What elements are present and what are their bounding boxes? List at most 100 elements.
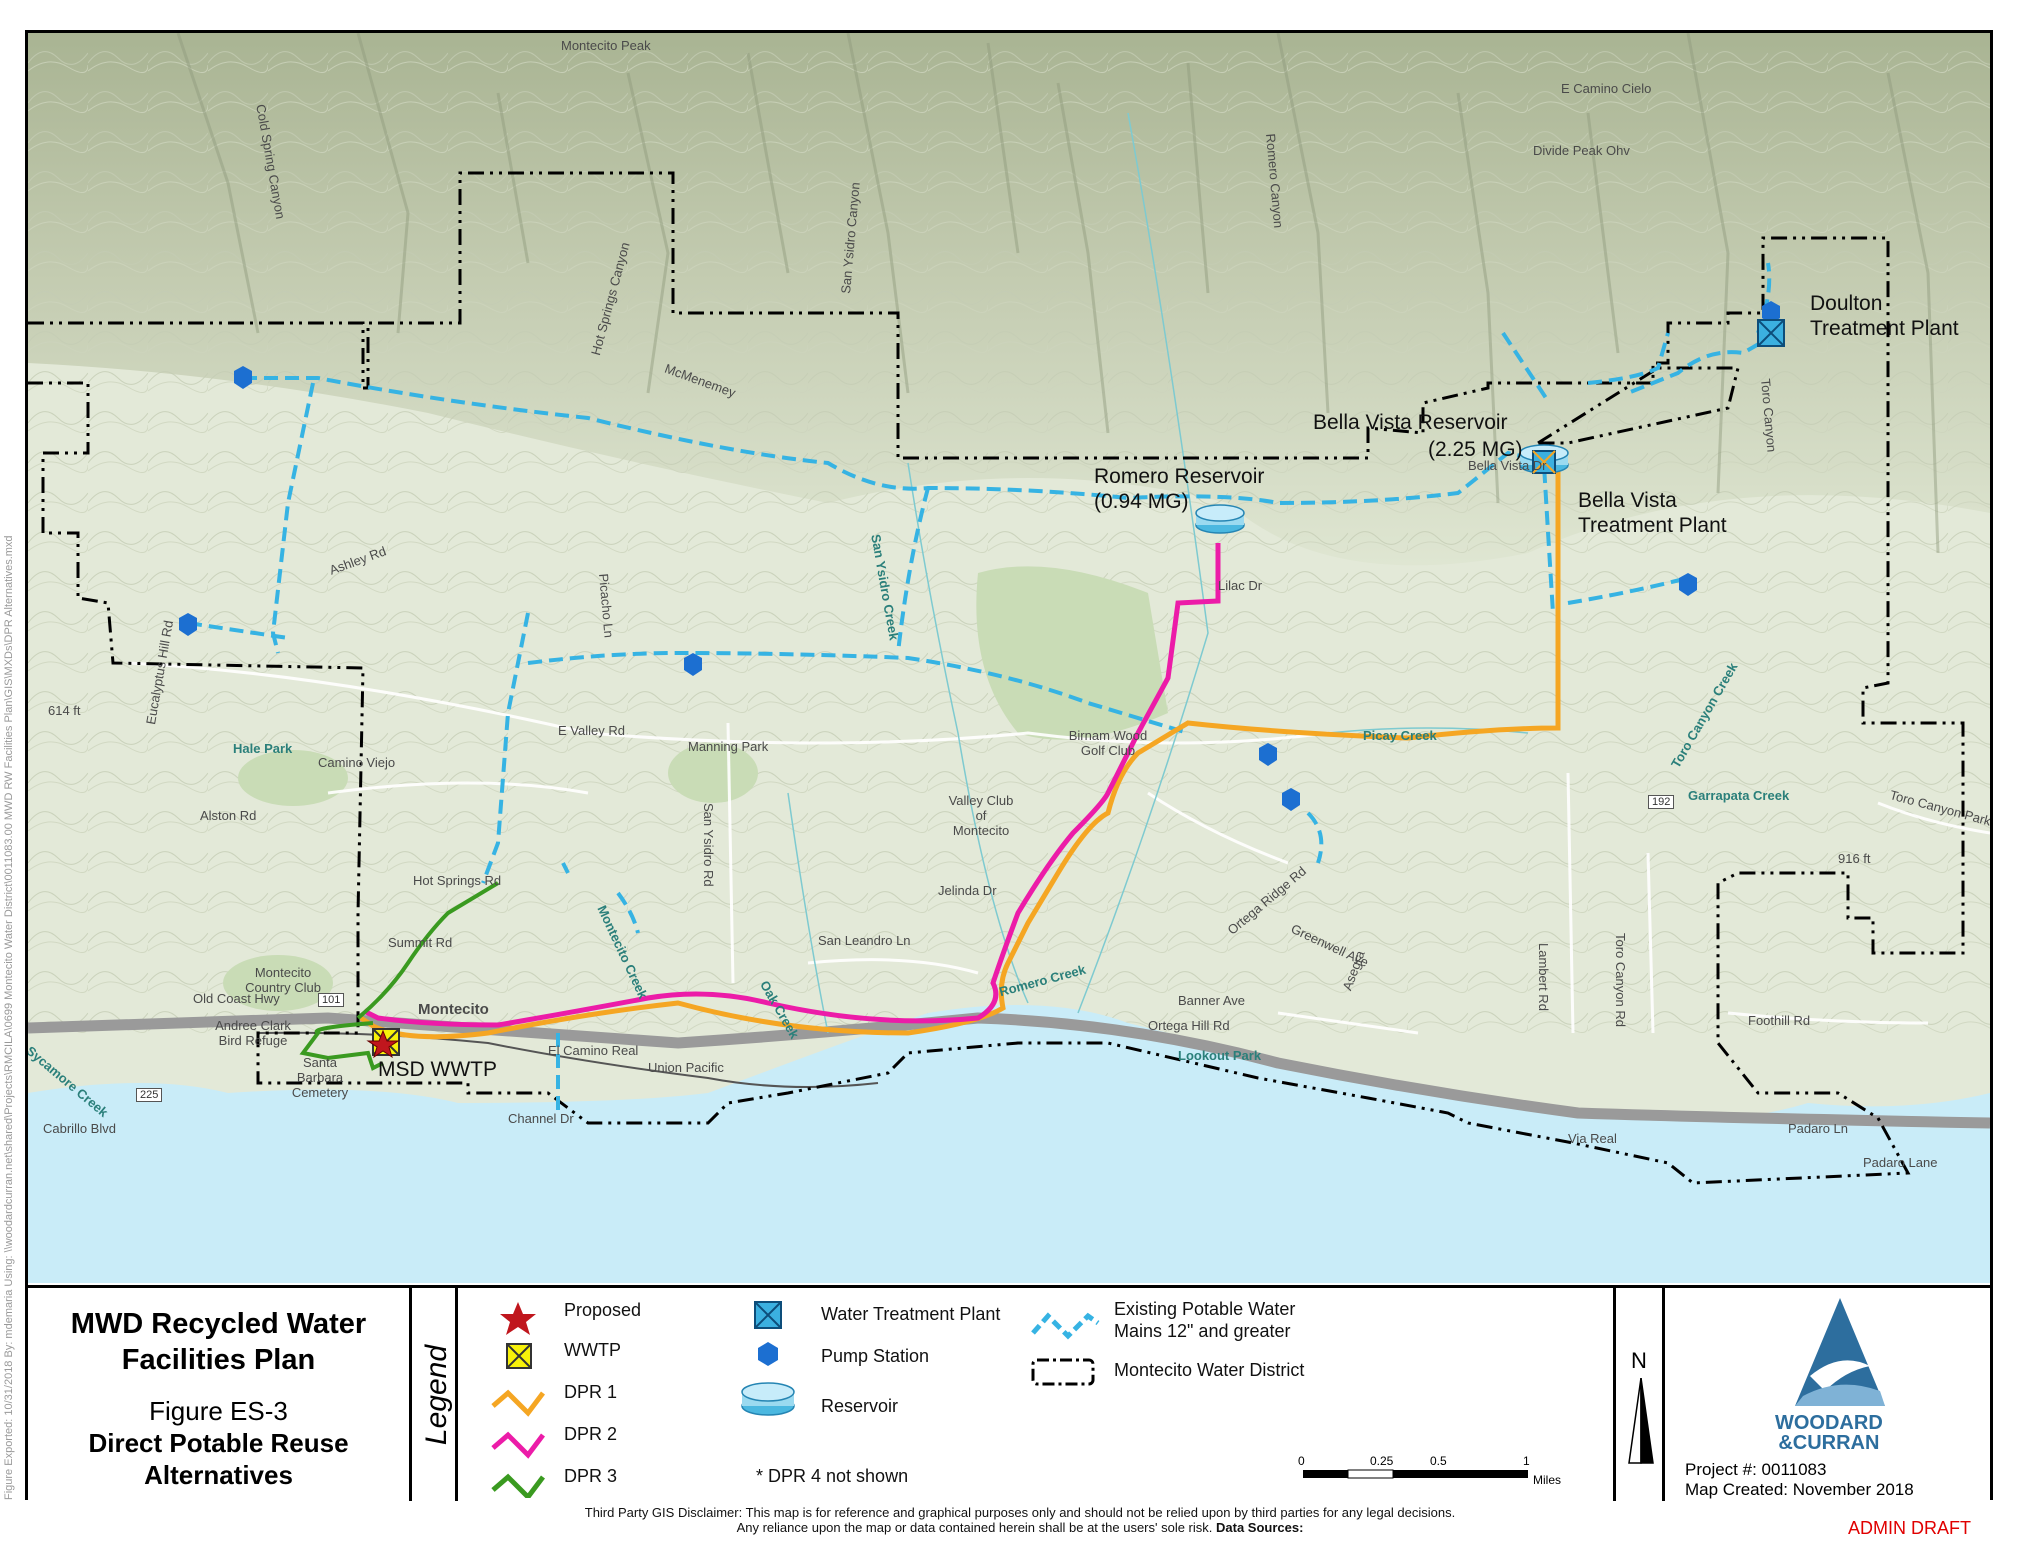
treatment-plants [1532, 319, 1785, 474]
manning-park [668, 743, 758, 803]
place-label: Banner Ave [1178, 993, 1245, 1008]
place-label: Padaro Ln [1788, 1121, 1848, 1136]
place-label: Manning Park [688, 739, 769, 754]
star-icon [500, 1302, 536, 1335]
ridges [176, 33, 1940, 554]
place-label: Andree Clark Bird Refuge [215, 1018, 291, 1048]
place-label: Jelinda Dr [938, 883, 997, 898]
figure-number: Figure ES-3 [149, 1396, 288, 1426]
scale-tick: 0 [1298, 1454, 1305, 1468]
highway-shield: 192 [1648, 795, 1675, 809]
place-label: San Ysidro Rd [701, 803, 716, 887]
place-label: Padaro Lane [1863, 1155, 1938, 1170]
place-label: Cabrillo Blvd [43, 1121, 116, 1136]
legend-symbols-col3 [1031, 1312, 1100, 1386]
place-label: Union Pacific [648, 1060, 724, 1075]
legend-wwtp: WWTP [564, 1340, 621, 1360]
golf-course [976, 566, 1168, 740]
scale-tick: 0.25 [1370, 1454, 1394, 1468]
logo-block: WOODARD&CURRAN Project #: 0011083 Map Cr… [1665, 1288, 1990, 1501]
place-label: Lookout Park [1178, 1048, 1262, 1063]
legend-dpr4-note: * DPR 4 not shown [756, 1466, 909, 1486]
place-label: Lambert Rd [1536, 943, 1551, 1011]
pump-icon [758, 1342, 778, 1366]
place-label: Bella Vista Dr [1468, 458, 1547, 473]
legend-wtp: Water Treatment Plant [821, 1304, 1001, 1324]
export-path: Figure Exported: 10/31/2018 By: mdemaria… [3, 535, 15, 1500]
msd-wwtp [366, 1028, 400, 1059]
place-label: Via Real [1568, 1131, 1617, 1146]
place-label: Summit Rd [388, 935, 453, 950]
scale-tick: 0.5 [1430, 1454, 1447, 1468]
msd-wwtp-label: MSD WWTP [378, 1058, 497, 1081]
place-label: 614 ft [48, 703, 81, 718]
romero-reservoir-capacity: (0.94 MG) [1094, 490, 1189, 513]
scale-unit: Miles [1533, 1473, 1562, 1487]
place-label: Picay Creek [1363, 728, 1437, 743]
place-label: E Valley Rd [558, 723, 625, 738]
pump-stations [179, 301, 1780, 811]
legend-dpr3: DPR 3 [564, 1466, 618, 1486]
legend-reservoir: Reservoir [821, 1396, 899, 1416]
terrain-contours [28, 33, 1990, 1033]
place-label: Divide Peak Ohv [1533, 143, 1630, 158]
place-label: Old Coast Hwy [193, 991, 280, 1006]
place-label: Alston Rd [200, 808, 257, 823]
legend-symbols-col1 [491, 1302, 545, 1498]
gis-disclaimer: Third Party GIS Disclaimer: This map is … [584, 1505, 1456, 1535]
reservoir-icon [741, 1382, 795, 1402]
existing-mains [187, 262, 1779, 1113]
country-club [223, 955, 333, 1011]
place-label: Toro Canyon Rd [1613, 933, 1628, 1027]
place-label: Montecito Country Club [245, 965, 321, 995]
ocean [28, 1005, 1990, 1283]
map-created-date: Map Created: November 2018 [1685, 1480, 1914, 1499]
place-label: Camino Viejo [318, 755, 396, 770]
north-arrow-icon [1628, 1378, 1654, 1464]
woodard-curran-logo-icon [1795, 1298, 1885, 1406]
legend-symbols-col2 [741, 1301, 795, 1416]
bella-reservoir-capacity: (2.25 MG) [1428, 438, 1523, 461]
place-label: San Leandro Ln [818, 933, 911, 948]
place-label: Ortega Hill Rd [1148, 1018, 1230, 1033]
highway-shield: 101 [318, 993, 345, 1007]
dpr1-route [359, 463, 1561, 1040]
highway-shield: 225 [136, 1088, 163, 1102]
place-label: 916 ft [1838, 851, 1871, 866]
admin-draft-stamp: ADMIN DRAFT [1848, 1518, 1971, 1538]
map-canvas [28, 33, 1990, 1283]
mains-icon [1031, 1312, 1100, 1340]
logo-text: WOODARD&CURRAN [1775, 1412, 1883, 1454]
place-label: Channel Dr [508, 1111, 574, 1126]
legend-dpr1: DPR 1 [564, 1382, 618, 1402]
place-label: Montecito Peak [561, 38, 651, 53]
place-label: Hale Park [233, 741, 293, 756]
place-label: Foothill Rd [1748, 1013, 1811, 1028]
place-label: Hot Springs Rd [413, 873, 502, 888]
north-label: N [1631, 1348, 1647, 1373]
place-label: Birnam Wood Golf Club [1068, 728, 1148, 758]
place-label: Garrapata Creek [1688, 788, 1790, 803]
legend-dpr2: DPR 2 [564, 1424, 618, 1444]
bella-reservoir-label: Bella Vista Reservoir [1313, 411, 1508, 434]
legend-district: Montecito Water District [1114, 1360, 1305, 1380]
doulton-label: Doulton Treatment Plant [1810, 292, 1959, 340]
north-arrow-block: N [1613, 1288, 1665, 1501]
place-label: El Camino Real [548, 1043, 639, 1058]
dpr3-route [299, 881, 500, 1071]
project-number: Project #: 0011083 [1685, 1460, 1827, 1479]
place-label: Lilac Dr [1218, 578, 1263, 593]
railroad [257, 1031, 879, 1088]
legend-pump: Pump Station [821, 1346, 930, 1366]
map-panel[interactable]: Doulton Treatment Plant Bella Vista Rese… [28, 33, 1990, 1283]
legend-heading: Legend [412, 1288, 458, 1501]
district-icon [1031, 1358, 1095, 1386]
scale-bar [1303, 1469, 1528, 1479]
romero-reservoir-label: Romero Reservoir [1094, 465, 1265, 488]
bella-tp-label: Bella Vista Treatment Plant [1578, 489, 1727, 537]
